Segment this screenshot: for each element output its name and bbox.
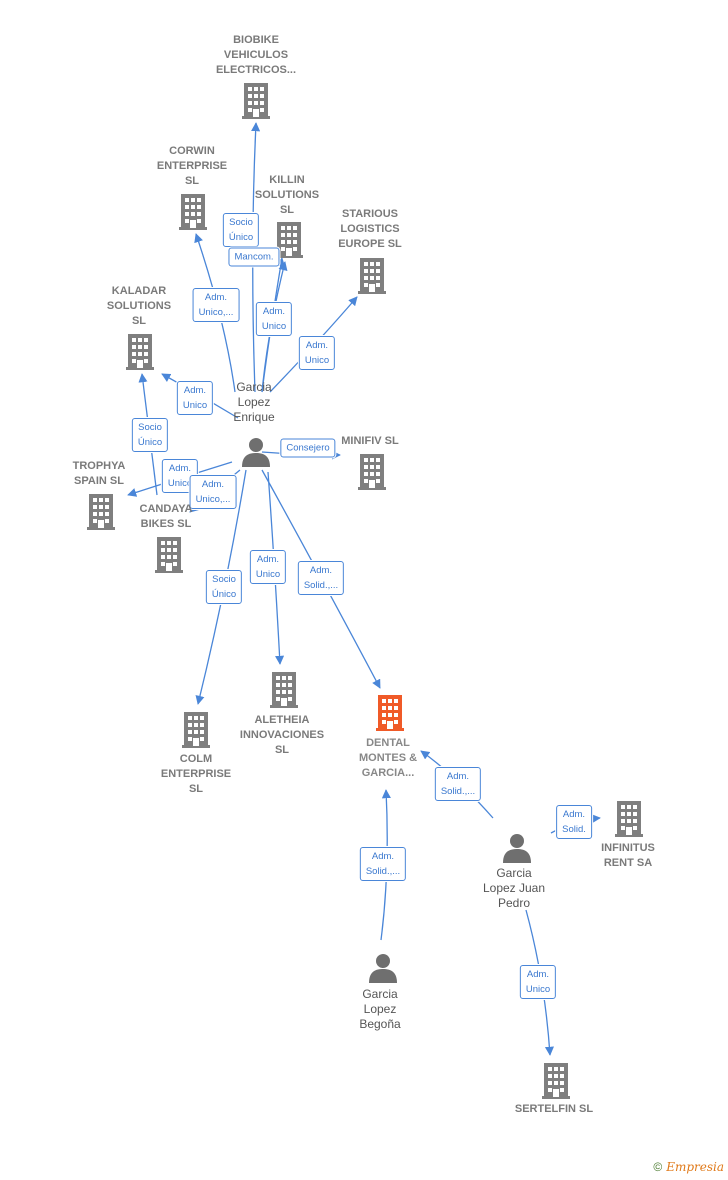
edge-role-label[interactable]: Socio Único bbox=[205, 570, 243, 604]
edge-role-label[interactable]: Mancom. bbox=[228, 247, 280, 267]
node-label-killin[interactable]: KILLIN SOLUTIONS SL bbox=[254, 174, 320, 216]
node-label-kaladar[interactable]: KALADAR SOLUTIONS SL bbox=[106, 285, 172, 327]
node-label-sertelfin[interactable]: SERTELFIN SL bbox=[514, 1103, 594, 1115]
company-building-icon[interactable] bbox=[542, 1063, 570, 1099]
edge-role-label[interactable]: Adm. Unico,... bbox=[189, 475, 237, 509]
node-label-corwin[interactable]: CORWIN ENTERPRISE SL bbox=[156, 145, 228, 187]
footer-brand: ©Empresia bbox=[653, 1160, 724, 1174]
edge-role-label[interactable]: Consejero bbox=[280, 438, 336, 458]
node-label-dental[interactable]: DENTAL MONTES & GARCIA... bbox=[358, 737, 418, 779]
node-label-biobike[interactable]: BIOBIKE VEHICULOS ELECTRICOS... bbox=[215, 34, 297, 76]
company-building-icon[interactable] bbox=[358, 258, 386, 294]
edge-role-label[interactable]: Adm. Solid.,... bbox=[297, 561, 345, 595]
node-label-candaya[interactable]: CANDAYA BIKES SL bbox=[139, 503, 193, 530]
edge-role-label[interactable]: Socio Único bbox=[222, 213, 260, 247]
brand-name: Empresia bbox=[666, 1160, 724, 1174]
node-label-enrique[interactable]: Garcia Lopez Enrique bbox=[233, 380, 275, 424]
company-building-icon[interactable] bbox=[155, 537, 183, 573]
node-label-juanpedro[interactable]: Garcia Lopez Juan Pedro bbox=[482, 866, 546, 910]
node-label-trophya[interactable]: TROPHYA SPAIN SL bbox=[72, 460, 126, 487]
edge-role-label[interactable]: Socio Único bbox=[131, 418, 169, 452]
node-label-infinitus[interactable]: INFINITUS RENT SA bbox=[601, 842, 655, 869]
company-building-icon[interactable] bbox=[270, 672, 298, 708]
main-company-building-icon[interactable] bbox=[376, 695, 404, 731]
company-building-icon[interactable] bbox=[126, 334, 154, 370]
edge-role-label[interactable]: Adm. Unico bbox=[298, 336, 336, 370]
person-icon[interactable] bbox=[503, 834, 531, 863]
node-label-aletheia[interactable]: ALETHEIA INNOVACIONES SL bbox=[239, 714, 325, 756]
copyright-icon: © bbox=[653, 1160, 663, 1174]
edge-role-label[interactable]: Adm. Unico bbox=[249, 550, 287, 584]
edge-role-label[interactable]: Adm. Solid.,... bbox=[434, 767, 482, 801]
company-building-icon[interactable] bbox=[182, 712, 210, 748]
company-building-icon[interactable] bbox=[358, 454, 386, 490]
edge-role-label[interactable]: Adm. Unico bbox=[519, 965, 557, 999]
edge-role-label[interactable]: Adm. Unico,... bbox=[192, 288, 240, 322]
node-label-colm[interactable]: COLM ENTERPRISE SL bbox=[160, 753, 232, 795]
edge-role-label[interactable]: Adm. Solid.,... bbox=[359, 847, 407, 881]
company-building-icon[interactable] bbox=[615, 801, 643, 837]
company-building-icon[interactable] bbox=[87, 494, 115, 530]
node-label-begona[interactable]: Garcia Lopez Begoña bbox=[359, 987, 401, 1031]
company-building-icon[interactable] bbox=[179, 194, 207, 230]
person-icon[interactable] bbox=[369, 954, 397, 983]
node-label-minifiv[interactable]: MINIFIV SL bbox=[341, 435, 399, 447]
edge-role-label[interactable]: Adm. Solid. bbox=[556, 805, 592, 839]
edge-role-label[interactable]: Adm. Unico bbox=[255, 302, 293, 336]
node-label-starious[interactable]: STARIOUS LOGISTICS EUROPE SL bbox=[338, 208, 402, 250]
company-building-icon[interactable] bbox=[242, 83, 270, 119]
edge-role-label[interactable]: Adm. Unico bbox=[176, 381, 214, 415]
